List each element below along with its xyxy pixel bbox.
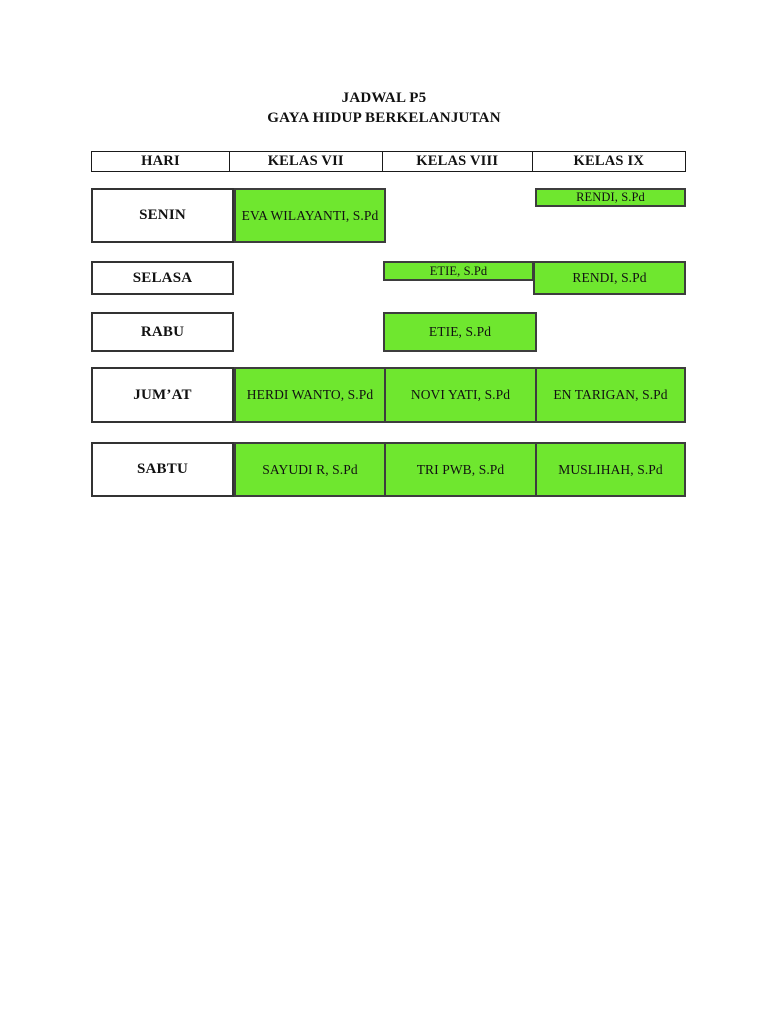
day-box-senin: SENIN [91, 188, 234, 243]
cell-jumat-kelas-viii: NOVI YATI, S.Pd [384, 367, 537, 423]
day-box-rabu: RABU [91, 312, 234, 352]
header-cell-kelas-vii: KELAS VII [228, 151, 383, 172]
cell-selasa-kelas-ix: RENDI, S.Pd [533, 261, 686, 295]
page-title: JADWAL P5 GAYA HIDUP BERKELANJUTAN [0, 88, 768, 128]
day-box-sabtu: SABTU [91, 442, 234, 497]
cell-selasa-kelas-viii: ETIE, S.Pd [383, 261, 534, 281]
header-cell-hari: HARI [91, 151, 230, 172]
cell-sabtu-kelas-viii: TRI PWB, S.Pd [384, 442, 537, 497]
cell-senin-kelas-vii: EVA WILAYANTI, S.Pd [234, 188, 386, 243]
title-line-1: JADWAL P5 [341, 90, 427, 106]
cell-jumat-kelas-ix: EN TARIGAN, S.Pd [535, 367, 686, 423]
table-header-row: HARI KELAS VII KELAS VIII KELAS IX [91, 151, 686, 172]
cell-senin-kelas-ix: RENDI, S.Pd [535, 188, 686, 207]
day-box-jumat: JUM’AT [91, 367, 234, 423]
title-line-2: GAYA HIDUP BERKELANJUTAN [267, 110, 501, 126]
header-cell-kelas-viii: KELAS VIII [381, 151, 533, 172]
cell-sabtu-kelas-vii: SAYUDI R, S.Pd [234, 442, 386, 497]
cell-jumat-kelas-vii: HERDI WANTO, S.Pd [234, 367, 386, 423]
cell-rabu-kelas-viii: ETIE, S.Pd [383, 312, 537, 352]
day-box-selasa: SELASA [91, 261, 234, 295]
cell-sabtu-kelas-ix: MUSLIHAH, S.Pd [535, 442, 686, 497]
header-cell-kelas-ix: KELAS IX [531, 151, 686, 172]
